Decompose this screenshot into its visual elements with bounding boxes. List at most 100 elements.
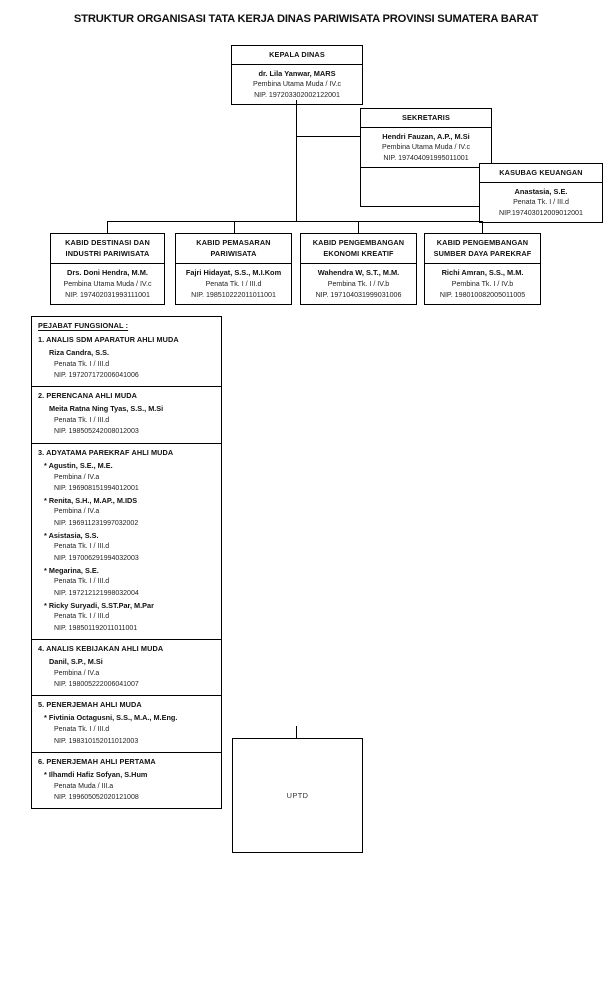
kabid-pemasaran-rank: Penata Tk. I / III.d <box>205 279 262 288</box>
sekretaris-rank: Pembina Utama Muda / IV.c <box>381 143 471 152</box>
kabid-ekraf-rank: Pembina Tk. I / IV.b <box>327 279 390 288</box>
asterisk-icon: * <box>44 769 49 779</box>
org-box-uptd[interactable]: UPTD <box>232 738 363 853</box>
kabid-sdm-details: Richi Amran, S.S., M.M. Pembina Tk. I / … <box>425 264 540 303</box>
pejabat-group-header: 6. PENERJEMAH AHLI PERTAMA <box>38 756 156 766</box>
pejabat-group: 3. ADYATAMA PAREKRAF AHLI MUDA * Agustin,… <box>32 444 221 641</box>
pejabat-person-name: Danil, S.P., M.Si <box>49 656 103 666</box>
kepala-dinas-name: dr. Lila Yanwar, MARS <box>258 68 336 78</box>
pejabat-group-header: 3. ADYATAMA PAREKRAF AHLI MUDA <box>38 447 174 457</box>
pejabat-person-name: * Agustin, S.E., M.E. <box>44 460 113 470</box>
kabid-destinasi-rank: Pembina Utama Muda / IV.c <box>63 279 152 288</box>
pejabat-person-rank: Penata Tk. I / III.d <box>54 543 110 551</box>
pejabat-person-rank: Penata Muda / III.a <box>54 782 114 790</box>
kepala-dinas-nip: NIP. 197203302002122001 <box>254 91 340 100</box>
connector-drop-kabid-pemasaran <box>234 221 236 234</box>
pejabat-group: PEJABAT FUNGSIONAL : 1. ANALIS SDM APARAT… <box>32 317 221 388</box>
pejabat-person-name: * Megarina, S.E. <box>44 565 99 575</box>
sekretaris-details: Hendri Fauzan, A.P., M.Si Pembina Utama … <box>361 128 491 167</box>
connector-drop-kabid-destinasi <box>107 221 109 234</box>
pejabat-group-header: 4. ANALIS KEBIJAKAN AHLI MUDA <box>38 644 164 654</box>
sekretaris-name: Hendri Fauzan, A.P., M.Si <box>382 131 470 141</box>
connector-sekretaris-stem <box>360 163 362 207</box>
pejabat-person-name: Meita Ratna Ning Tyas, S.S., M.Si <box>49 404 164 414</box>
pejabat-person-rank: Penata Tk. I / III.d <box>54 417 110 425</box>
kabid-destinasi-position: KABID DESTINASI DAN INDUSTRI PARIWISATA <box>51 234 164 265</box>
pejabat-group: 4. ANALIS KEBIJAKAN AHLI MUDA Danil, S.P.… <box>32 640 221 697</box>
kabid-pemasaran-nip: NIP. 198510222011011001 <box>191 290 276 299</box>
pejabat-person-nip: NIP. 198501192011011001 <box>54 624 138 632</box>
pejabat-person-name: * Asistasia, S.S. <box>44 530 99 540</box>
pejabat-group: 6. PENERJEMAH AHLI PERTAMA * Ilhamdi Hafi… <box>32 753 221 808</box>
connector-kabid-bus <box>107 221 483 223</box>
sekretaris-nip: NIP. 197404091995011001 <box>383 154 469 163</box>
asterisk-icon: * <box>44 600 49 610</box>
org-box-sekretaris[interactable]: SEKRETARIS Hendri Fauzan, A.P., M.Si Pem… <box>360 108 492 169</box>
page-title: STRUKTUR ORGANISASI TATA KERJA DINAS PAR… <box>73 13 539 25</box>
pejabat-group-header: 2. PERENCANA AHLI MUDA <box>38 391 137 401</box>
connector-stem-to-sekretaris <box>296 136 361 138</box>
uptd-label: UPTD <box>286 791 309 800</box>
kabid-destinasi-details: Drs. Doni Hendra, M.M. Pembina Utama Mud… <box>51 264 164 303</box>
kabid-ekraf-position-line2: EKONOMI KREATIF <box>323 248 394 258</box>
pejabat-person-nip: NIP. 197207172006041006 <box>54 372 139 380</box>
pejabat-person-nip: NIP. 198505242008012003 <box>54 428 139 436</box>
pejabat-person-nip: NIP. 196911231997032002 <box>54 519 139 527</box>
org-box-kabid-ekonomi-kreatif[interactable]: KABID PENGEMBANGAN EKONOMI KREATIF Wahen… <box>300 233 417 305</box>
asterisk-icon: * <box>44 713 49 723</box>
kabid-sdm-nip: NIP. 198010082005011005 <box>439 290 526 299</box>
kabid-destinasi-position-line1: KABID DESTINASI DAN <box>65 238 150 247</box>
kabid-pemasaran-position-line2: PARIWISATA <box>210 248 257 258</box>
pejabat-person-rank: Penata Tk. I / III.d <box>54 360 110 368</box>
pejabat-person-name: * Fivtinia Octagusni, S.S., M.A., M.Eng. <box>44 713 178 723</box>
pejabat-group-header: 5. PENERJEMAH AHLI MUDA <box>38 700 142 710</box>
kasubag-keuangan-nip: NIP.197403012009012001 <box>499 209 583 218</box>
org-box-kabid-sumber-daya-parekraf[interactable]: KABID PENGEMBANGAN SUMBER DAYA PAREKRAF … <box>424 233 541 305</box>
kabid-pemasaran-name: Fajri Hidayat, S.S., M.I.Kom <box>185 268 282 278</box>
connector-drop-kabid-ekraf <box>358 221 360 234</box>
pejabat-person-rank: Penata Tk. I / III.d <box>54 726 110 734</box>
kasubag-keuangan-name: Anastasia, S.E. <box>514 186 568 196</box>
org-box-kabid-destinasi[interactable]: KABID DESTINASI DAN INDUSTRI PARIWISATA … <box>50 233 165 305</box>
pejabat-person-rank: Penata Tk. I / III.d <box>54 578 110 586</box>
kepala-dinas-position: KEPALA DINAS <box>232 46 362 65</box>
kabid-pemasaran-position: KABID PEMASARAN PARIWISATA <box>176 234 291 265</box>
pejabat-group-header: 1. ANALIS SDM APARATUR AHLI MUDA <box>38 334 179 344</box>
pejabat-person-nip: NIP. 198005222006041007 <box>54 681 139 689</box>
org-box-kabid-pemasaran[interactable]: KABID PEMASARAN PARIWISATA Fajri Hidayat… <box>175 233 292 305</box>
kabid-sdm-position-line1: KABID PENGEMBANGAN <box>436 238 529 247</box>
connector-kepala-dinas-stem <box>296 100 298 221</box>
asterisk-icon: * <box>44 495 49 505</box>
pejabat-person-name: * Renita, S.H., M.AP., M.IDS <box>44 495 138 505</box>
kabid-ekraf-name: Wahendra W, S.T., M.M. <box>317 268 400 278</box>
kabid-destinasi-position-line2: INDUSTRI PARIWISATA <box>65 248 150 258</box>
pejabat-person-name: * Ilhamdi Hafiz Sofyan, S.Hum <box>44 769 148 779</box>
kabid-sdm-position: KABID PENGEMBANGAN SUMBER DAYA PAREKRAF <box>425 234 540 265</box>
kasubag-keuangan-rank: Penata Tk. I / III.d <box>513 198 569 207</box>
pejabat-person-rank: Pembina / IV.a <box>54 669 100 677</box>
asterisk-icon: * <box>44 460 49 470</box>
kabid-ekraf-nip: NIP. 197104031999031006 <box>315 290 402 299</box>
org-box-kasubag-keuangan[interactable]: KASUBAG KEUANGAN Anastasia, S.E. Penata … <box>479 163 603 224</box>
kabid-sdm-name: Richi Amran, S.S., M.M. <box>441 268 524 278</box>
kabid-destinasi-nip: NIP. 197402031993111001 <box>65 290 150 299</box>
pejabat-person: * Fivtinia Octagusni, S.S., M.A., M.Eng.… <box>38 712 215 746</box>
pejabat-group: 2. PERENCANA AHLI MUDA Meita Ratna Ning T… <box>32 387 221 444</box>
org-box-kepala-dinas[interactable]: KEPALA DINAS dr. Lila Yanwar, MARS Pembi… <box>231 45 363 106</box>
pejabat-person-nip: NIP. 196908151994012001 <box>54 484 139 492</box>
kabid-sdm-position-line2: SUMBER DAYA PAREKRAF <box>433 248 532 258</box>
kabid-destinasi-name: Drs. Doni Hendra, M.M. <box>67 268 148 278</box>
pejabat-person-nip: NIP. 197006291994032003 <box>54 554 139 562</box>
pejabat-fungsional-heading: PEJABAT FUNGSIONAL : <box>38 321 129 330</box>
kabid-ekraf-position: KABID PENGEMBANGAN EKONOMI KREATIF <box>301 234 416 265</box>
pejabat-person-rank: Penata Tk. I / III.d <box>54 613 110 621</box>
pejabat-person-name: Riza Candra, S.S. <box>49 347 110 357</box>
pejabat-person: * Renita, S.H., M.AP., M.IDS Pembina / IV… <box>38 495 215 529</box>
pejabat-person-rank: Pembina / IV.a <box>54 508 100 516</box>
kabid-ekraf-position-line1: KABID PENGEMBANGAN <box>312 238 405 247</box>
